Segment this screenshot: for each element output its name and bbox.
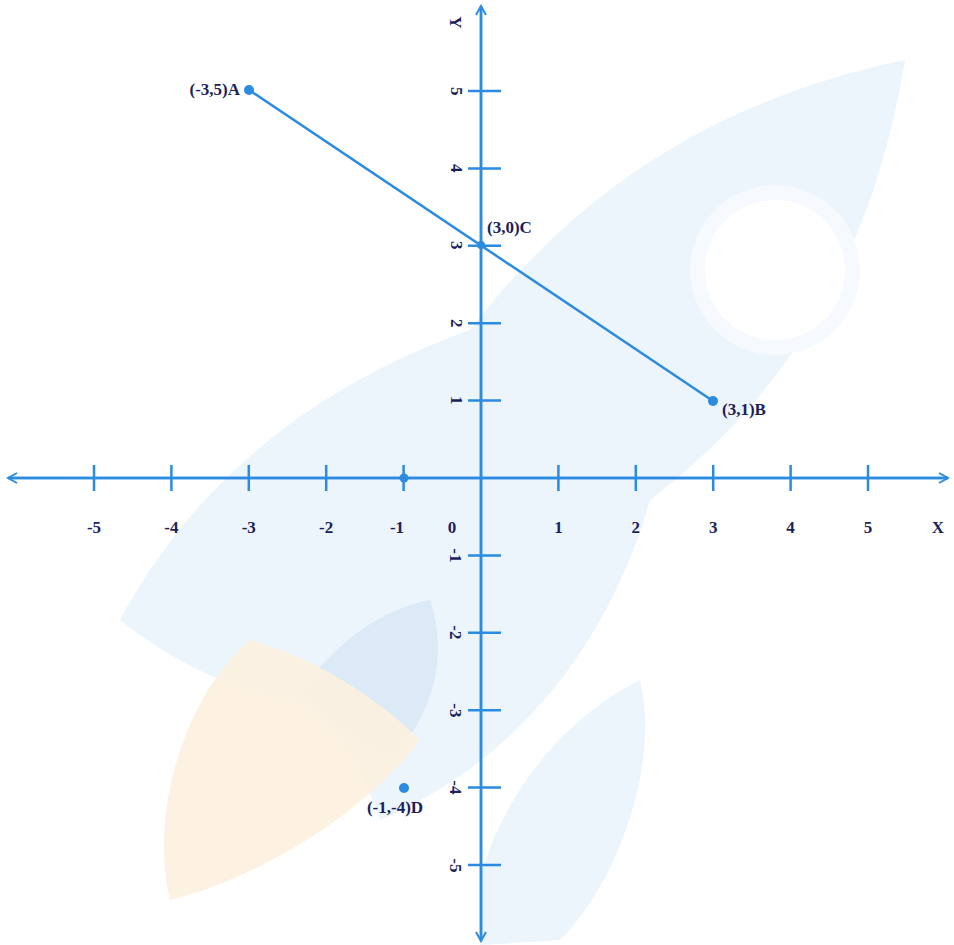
axis-name: Y: [446, 16, 465, 28]
axis-number: -4: [446, 781, 465, 795]
axis-number: -4: [164, 519, 178, 538]
rocket-watermark: [120, 60, 905, 945]
y-tick: [468, 786, 501, 789]
axis-number: -2: [446, 626, 465, 640]
axis-number: 3: [709, 519, 718, 538]
axis-number: -1: [446, 548, 465, 562]
point-label: (-1,-4)D: [367, 799, 423, 818]
y-tick: [468, 90, 501, 93]
axis-number: 4: [446, 164, 465, 173]
point-label: (3,0)C: [487, 219, 532, 238]
axis-name: X: [932, 519, 944, 538]
axis-number: 4: [786, 519, 795, 538]
y-tick: [468, 399, 501, 402]
y-axis: [480, 6, 483, 940]
y-axis: [480, 10, 483, 941]
axis-number: -5: [446, 858, 465, 872]
axis-number: 2: [632, 519, 641, 538]
axis-number: -3: [242, 519, 256, 538]
point-dot: [400, 474, 409, 483]
axis-number: 1: [446, 396, 465, 405]
axis-number: 1: [554, 519, 563, 538]
y-tick: [468, 554, 501, 557]
axis-number: -3: [446, 703, 465, 717]
axis-number: 5: [446, 87, 465, 96]
axis-number: 5: [864, 519, 873, 538]
axis-number: -1: [390, 519, 404, 538]
point-dot: [477, 241, 485, 249]
point-label: (3,1)B: [722, 401, 766, 420]
point-dot: [708, 396, 718, 406]
point-label: (-3,5)A: [189, 81, 240, 100]
point-dot: [399, 783, 409, 793]
axis-number: 2: [446, 319, 465, 328]
line-segment: [249, 90, 713, 401]
y-tick: [468, 167, 501, 170]
axis-number: -2: [319, 519, 333, 538]
y-tick: [468, 709, 501, 712]
axis-number: 3: [446, 242, 465, 251]
y-tick: [468, 322, 501, 325]
axis-number: 0: [448, 519, 457, 538]
point-dot: [244, 85, 254, 95]
x-axis: [8, 477, 948, 480]
y-tick: [468, 864, 501, 867]
y-tick: [468, 632, 501, 635]
axis-number: -5: [87, 519, 101, 538]
